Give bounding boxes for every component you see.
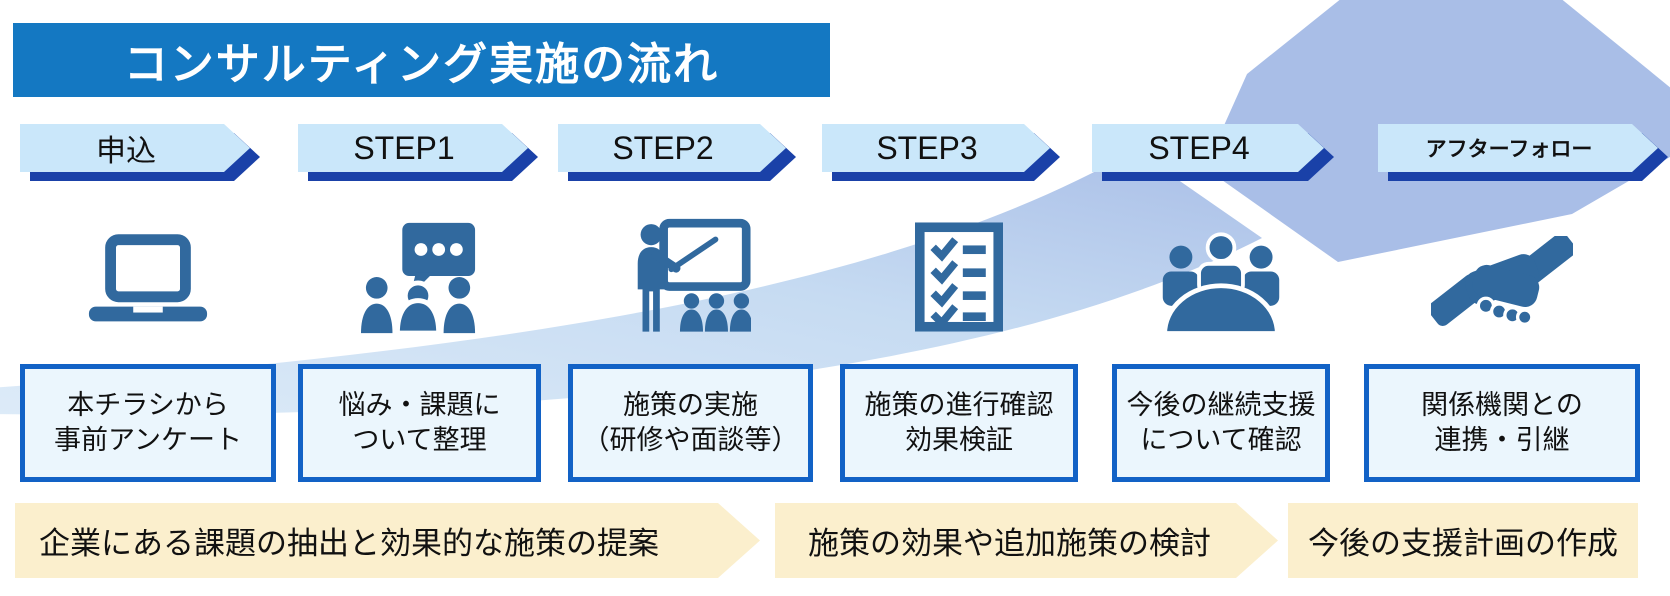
step-label: 申込	[20, 124, 250, 172]
desc-line: 施策の進行確認	[864, 389, 1054, 420]
desc-line: 連携・引継	[1434, 425, 1570, 455]
desc-box-step4: 今後の継続支援 について確認	[1112, 364, 1330, 482]
desc-line: 施策の実施	[623, 389, 758, 420]
title-banner: コンサルティング実施の流れ	[13, 23, 830, 97]
desc-box-after-follow: 関係機関との 連携・引継	[1364, 364, 1640, 482]
step-label: STEP2	[558, 124, 786, 172]
desc-line: 本チラシから	[67, 389, 229, 420]
phase-text: 施策の効果や追加施策の検討	[808, 526, 1211, 561]
handshake-icon	[1364, 204, 1640, 334]
desc-line: 効果検証	[905, 425, 1013, 455]
step-banner-step1: STEP1	[298, 124, 528, 172]
step-banner-after-follow: アフターフォロー	[1378, 124, 1658, 172]
phase-band-proposal: 企業にある課題の抽出と効果的な施策の提案	[15, 503, 760, 578]
desc-line: 今後の継続支援	[1126, 389, 1316, 420]
desc-line: 関係機関との	[1421, 389, 1583, 420]
step-banner-apply: 申込	[20, 124, 250, 172]
phase-band-review: 施策の効果や追加施策の検討	[775, 503, 1278, 578]
step-label: STEP4	[1092, 124, 1324, 172]
step-label: STEP1	[298, 124, 528, 172]
desc-line: （研修や面談等）	[582, 425, 799, 455]
phase-text: 今後の支援計画の作成	[1308, 526, 1618, 561]
laptop-icon	[20, 204, 276, 334]
desc-line: ついて整理	[352, 425, 487, 455]
meeting-icon	[1112, 204, 1330, 334]
discussion-icon	[298, 204, 541, 334]
step-label: アフターフォロー	[1378, 124, 1658, 172]
page-title: コンサルティング実施の流れ	[123, 40, 720, 89]
desc-box-step3: 施策の進行確認 効果検証	[840, 364, 1078, 482]
checklist-icon	[840, 204, 1078, 334]
desc-box-apply: 本チラシから 事前アンケート	[20, 364, 276, 482]
desc-box-step1: 悩み・課題に ついて整理	[298, 364, 541, 482]
step-banner-step4: STEP4	[1092, 124, 1324, 172]
step-label: STEP3	[822, 124, 1050, 172]
step-banner-step3: STEP3	[822, 124, 1050, 172]
desc-box-step2: 施策の実施 （研修や面談等）	[568, 364, 813, 482]
phase-band-plan: 今後の支援計画の作成	[1288, 503, 1638, 578]
step-banner-step2: STEP2	[558, 124, 786, 172]
desc-line: 事前アンケート	[54, 425, 242, 455]
phase-text: 企業にある課題の抽出と効果的な施策の提案	[39, 526, 659, 561]
desc-line: について確認	[1140, 425, 1302, 455]
desc-line: 悩み・課題に	[338, 389, 501, 420]
presentation-icon	[568, 204, 813, 334]
